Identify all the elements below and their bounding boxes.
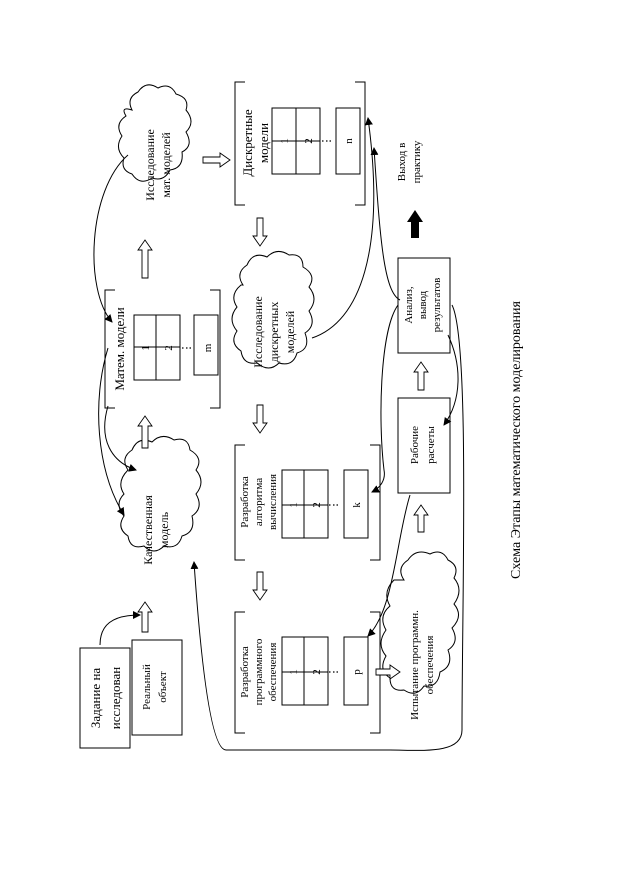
software-testing-line1: Испытание программн. — [409, 610, 421, 720]
math-models-cell-2: 2 — [163, 345, 175, 351]
algorithm-dev-line1: Разработка — [239, 476, 251, 528]
study-math-models-cloud: Исследование мат. моделей — [118, 84, 192, 201]
software-dev-cell-1: 1 — [288, 669, 300, 675]
software-dev-line2: программного — [253, 638, 265, 705]
practice-output-label: Выход в практику — [396, 140, 423, 238]
task-box-line2: исследован — [108, 667, 123, 729]
diagram-caption: Схема Этапы математического моделировани… — [509, 300, 524, 579]
arrow-discrete-to-study-discrete — [252, 217, 268, 247]
curve-analysis-to-qualitative — [190, 304, 465, 751]
software-dev-cell-p: p — [351, 669, 363, 675]
practice-output-line1: Выход в — [396, 143, 408, 182]
qualitative-model-line2: модель — [157, 511, 171, 548]
curve-analysis-to-algorithm — [371, 304, 399, 493]
math-models-block: Матем. модели 1 2 ⋮ m — [104, 289, 221, 409]
discrete-models-cell-dots: ⋮ — [321, 136, 333, 147]
software-dev-cell-dots: ⋮ — [328, 667, 340, 678]
study-discrete-models-cloud: Исследование дискретных моделей — [231, 251, 315, 369]
algorithm-dev-cell-1: 1 — [288, 502, 300, 508]
curve-study-discrete-to-discrete — [311, 117, 375, 339]
qualitative-model-cloud: Качественная модель — [118, 436, 202, 565]
algorithm-dev-line3: вычисления — [267, 474, 279, 530]
discrete-models-line2: модели — [256, 123, 271, 163]
task-box: Задание на исследован — [79, 647, 131, 749]
discrete-models-cell-1: 1 — [279, 138, 291, 144]
arrow-real-to-qualitative — [137, 601, 153, 633]
study-discrete-models-line2: дискретных — [267, 302, 281, 363]
software-testing-line2: обеспечения — [424, 636, 436, 695]
discrete-models-block: Дискретные модели 1 2 ⋮ n — [234, 81, 366, 206]
curve-analysis-to-discrete — [370, 147, 401, 301]
discrete-models-cell-n: n — [343, 138, 355, 144]
arrow-software-to-testing — [375, 664, 401, 680]
working-calc-box: Рабочие расчеты — [397, 397, 451, 494]
arrow-math-to-study — [137, 239, 153, 279]
arrow-qualitative-to-math — [137, 415, 153, 449]
qualitative-model-line1: Качественная — [141, 495, 155, 565]
task-box-line1: Задание на — [88, 668, 103, 729]
arrow-testing-to-calc — [413, 504, 429, 533]
software-dev-block: Разработка программного обеспечения 1 2 … — [234, 611, 381, 734]
algorithm-dev-cell-2: 2 — [311, 502, 323, 508]
curve-math-to-qualitative-a — [98, 347, 125, 516]
arrow-calc-to-analysis — [413, 361, 429, 391]
arrow-study-to-discrete — [202, 152, 231, 168]
curve-calc-to-software — [367, 494, 411, 637]
algorithm-dev-cell-dots: ⋮ — [328, 500, 340, 511]
study-discrete-models-line1: Исследование — [251, 296, 265, 368]
algorithm-dev-block: Разработка алгоритма вычисления 1 2 ⋮ k — [234, 444, 381, 561]
curve-task-to-qualitative — [99, 611, 141, 646]
math-models-title: Матем. модели — [112, 307, 127, 390]
analysis-line1: Анализ, — [403, 286, 415, 324]
arrow-algorithm-to-software — [252, 571, 268, 601]
software-testing-cloud: Испытание программн. обеспечения — [380, 551, 460, 720]
curve-math-to-qualitative-b — [104, 405, 137, 472]
real-object-line1: Реальный — [141, 664, 153, 710]
working-calc-line2: расчеты — [425, 426, 437, 464]
real-object-line2: объект — [157, 671, 169, 703]
arrow-study-discrete-to-algorithm — [252, 404, 268, 434]
working-calc-line1: Рабочие — [409, 426, 421, 464]
discrete-models-cell-2: 2 — [303, 138, 315, 144]
study-math-models-line2: мат. моделей — [159, 132, 173, 198]
math-models-cell-1: 1 — [140, 345, 152, 351]
software-dev-line1: Разработка — [239, 646, 251, 698]
curve-analysis-to-calc — [443, 334, 459, 426]
analysis-line3: результатов — [431, 278, 443, 333]
analysis-line2: вывод — [417, 290, 429, 319]
math-models-cell-dots: ⋮ — [181, 343, 193, 354]
algorithm-dev-line2: алгоритма — [253, 478, 265, 526]
curve-study-math-to-math — [93, 154, 129, 323]
curved-arrows — [93, 117, 465, 751]
software-dev-line3: обеспечения — [267, 643, 279, 702]
hollow-arrows — [137, 152, 429, 680]
algorithm-dev-cell-k: k — [351, 502, 363, 508]
study-discrete-models-line3: моделей — [283, 310, 297, 353]
real-object-box: Реальный объект — [131, 639, 183, 736]
analysis-box: Анализ, вывод результатов — [397, 257, 451, 354]
practice-output-line2: практику — [411, 140, 423, 183]
discrete-models-line1: Дискретные — [240, 109, 255, 177]
study-math-models-line1: Исследование — [143, 129, 157, 201]
math-models-cell-m: m — [202, 343, 214, 352]
software-dev-cell-2: 2 — [311, 669, 323, 675]
practice-output-arrow — [407, 210, 423, 238]
